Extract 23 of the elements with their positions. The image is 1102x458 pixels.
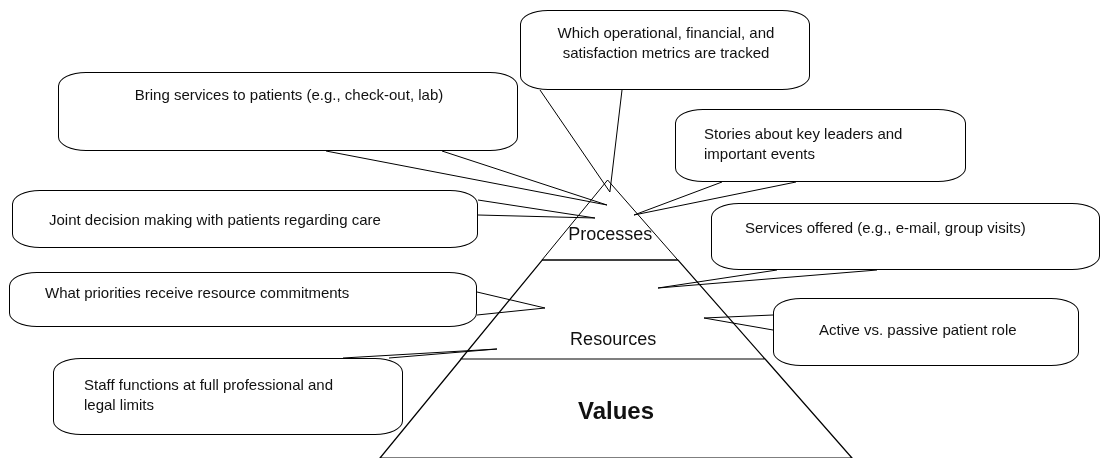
callout-bubble [53, 358, 403, 435]
callout-bubble [9, 272, 477, 327]
callout-text: Services offered (e.g., e-mail, group visits) [745, 218, 1027, 238]
callout-bubble [520, 10, 810, 90]
callout-bubble [58, 72, 518, 151]
callout-text: Which operational, financial, and satisfaction metrics are tracked [556, 23, 776, 62]
callout-tail [539, 89, 623, 193]
callout-tail [703, 314, 774, 331]
callout-text: What priorities receive resource commitments [45, 283, 351, 303]
callout-tail [476, 291, 546, 316]
callout-text: Joint decision making with patients regarding care [49, 210, 382, 230]
callout-bubble [711, 203, 1100, 270]
layer-label: Values [577, 397, 655, 425]
callout-text: Bring services to patients (e.g., check-out, lab) [133, 85, 445, 105]
callout-text: Stories about key leaders and important events [704, 124, 904, 163]
callout-bubble [12, 190, 478, 248]
callout-text: Staff functions at full professional and legal limits [84, 375, 334, 414]
layer-label: Processes [568, 224, 653, 245]
layer-label: Resources [570, 329, 657, 350]
callout-text: Active vs. passive patient role [819, 320, 1018, 340]
callout-tail [477, 199, 596, 219]
callout-bubble [773, 298, 1079, 366]
callout-bubble [675, 109, 966, 182]
